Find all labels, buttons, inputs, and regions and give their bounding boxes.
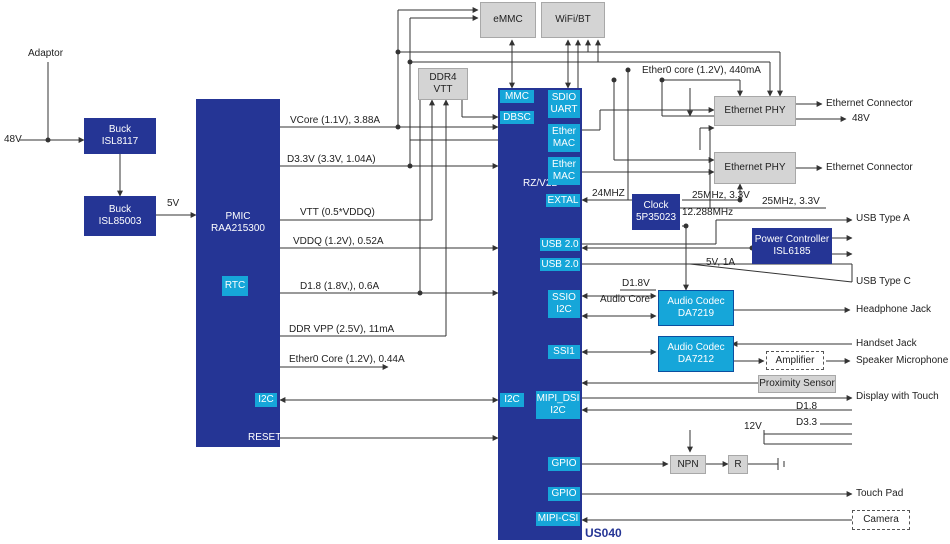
pin-extal: EXTAL	[546, 194, 580, 207]
adaptor-label: Adaptor	[28, 48, 64, 59]
pin-sdio: SDIO	[551, 92, 577, 103]
pin-uart: UART	[550, 104, 578, 115]
eth-connector-1-label: Ethernet Connector	[826, 98, 913, 109]
pin-i2c-b: I2C	[550, 405, 566, 416]
pin-ether-mac-2: Ether MAC	[548, 157, 580, 185]
speaker-mic-label: Speaker Microphone	[856, 355, 949, 366]
pin-mipi-dsi-i2c: MIPI_DSI I2C	[536, 391, 580, 419]
d18-display-label: D1.8	[796, 401, 818, 412]
pin-gpio-2: GPIO	[548, 487, 580, 501]
resistor-block: R	[728, 455, 748, 474]
codec1-name: Audio Codec	[667, 296, 725, 307]
emmc-block: eMMC	[480, 2, 536, 38]
codec1-part: DA7219	[677, 308, 715, 319]
pin-mac2: MAC	[552, 171, 576, 182]
rail-vtt: VTT (0.5*VDDQ)	[300, 207, 375, 218]
ddr4-line2: VTT	[433, 84, 453, 95]
pin-ether2: Ether	[552, 159, 576, 170]
pin-usb-1: USB 2.0	[540, 238, 580, 251]
rail-vcore: VCore (1.1V), 3.88A	[290, 115, 381, 126]
pmic-i2c-pin: I2C	[255, 393, 277, 407]
ether0-core-top-label: Ether0 core (1.2V), 440mA	[642, 65, 761, 76]
amplifier-block: Amplifier	[766, 351, 824, 370]
pin-mac1: MAC	[552, 138, 576, 149]
pmic-name: PMIC	[225, 211, 251, 222]
pin-mmc: MMC	[500, 90, 534, 103]
usb-c-label: USB Type C	[856, 276, 911, 287]
clock-5p35023-block: Clock 5P35023	[632, 194, 680, 230]
usb-a-label: USB Type A	[856, 213, 910, 224]
pin-gpio-1: GPIO	[548, 457, 580, 471]
pmic-part: RAA215300	[211, 223, 265, 234]
codec2-name: Audio Codec	[667, 342, 725, 353]
pin-sdio-uart: SDIO UART	[548, 90, 580, 118]
d18-codec-label: D1.8V	[622, 278, 650, 289]
headphone-jack-label: Headphone Jack	[856, 304, 932, 315]
pin-ssio-i2c: SSIO I2C	[548, 290, 580, 318]
power-controller-block: Power Controller ISL6185	[752, 228, 832, 264]
mhz25-b-label: 25MHz, 3.3V	[762, 196, 820, 207]
board-id-label: US040	[585, 526, 622, 540]
audio-core-label: Audio Core	[600, 294, 651, 305]
rail-d33: D3.3V (3.3V, 1.04A)	[287, 154, 376, 165]
mhz12-label: 12.288MHz	[682, 207, 734, 218]
pin-ether1: Ether	[552, 126, 576, 137]
pin-dbsc: DBSC	[500, 111, 534, 124]
pin-mipi-dsi: MIPI_DSI	[536, 393, 580, 404]
clock-part: 5P35023	[635, 212, 677, 223]
handset-jack-label: Handset Jack	[856, 338, 917, 349]
buck1-part: ISL8117	[101, 136, 139, 147]
pin-i2c-a: I2C	[556, 304, 572, 315]
mhz24-label: 24MHZ	[592, 188, 625, 199]
soc-name: RZ/V2L	[523, 178, 557, 189]
clock-name: Clock	[643, 200, 669, 211]
ethernet-phy-2-block: Ethernet PHY	[714, 152, 796, 184]
ethernet-phy-1-block: Ethernet PHY	[714, 96, 796, 126]
rail-vddq: VDDQ (1.2V), 0.52A	[293, 236, 384, 247]
buck-isl85003-block: Buck ISL85003	[84, 196, 156, 236]
rail-d18: D1.8 (1.8V,), 0.6A	[300, 281, 380, 292]
codec2-part: DA7212	[677, 354, 715, 365]
mhz25-a-label: 25MHz, 3.3V	[692, 190, 750, 201]
eth-connector-2-label: Ethernet Connector	[826, 162, 913, 173]
buck2-part: ISL85003	[98, 216, 142, 227]
phy-48v-label: 48V	[852, 113, 870, 124]
pin-ether-mac-1: Ether MAC	[548, 124, 580, 152]
wifi-bt-block: WiFi/BT	[541, 2, 605, 38]
ddr4-line1: DDR4	[429, 72, 457, 83]
pin-mipi-csi: MIPI-CSI	[536, 512, 580, 526]
buck2-name: Buck	[108, 204, 132, 215]
pmic-block: PMIC RAA215300	[196, 99, 280, 447]
power-ctrl-name: Power Controller	[754, 234, 830, 245]
v5-1a-label: 5V, 1A	[706, 257, 736, 268]
power-ctrl-part: ISL6185	[773, 246, 811, 257]
display-touch-label: Display with Touch	[856, 391, 939, 402]
pin-ssi1: SSI1	[548, 345, 580, 359]
touch-pad-label: Touch Pad	[856, 488, 904, 499]
pmic-rtc-pin: RTC	[222, 276, 248, 296]
npn-transistor-block: NPN	[670, 455, 706, 474]
rail-ether0-core: Ether0 Core (1.2V), 0.44A	[289, 354, 405, 365]
rail-ddr-vpp: DDR VPP (2.5V), 11mA	[289, 324, 395, 335]
ddr4-vtt-block: DDR4 VTT	[418, 68, 468, 100]
pin-ssio: SSIO	[552, 292, 576, 303]
audio-codec-da7219-block: Audio Codec DA7219	[658, 290, 734, 326]
v5-label: 5V	[167, 198, 180, 209]
d33-display-label: D3.3	[796, 417, 818, 428]
audio-codec-da7212-block: Audio Codec DA7212	[658, 336, 734, 372]
v12-label: 12V	[744, 421, 762, 432]
input-48v-label: 48V	[4, 134, 22, 145]
camera-block: Camera	[852, 510, 910, 530]
pin-usb-2: USB 2.0	[540, 258, 580, 271]
proximity-sensor-block: Proximity Sensor	[758, 375, 836, 393]
pin-i2c-pmic: I2C	[500, 393, 524, 407]
buck-isl8117-block: Buck ISL8117	[84, 118, 156, 154]
pmic-reset-pin: RESET	[248, 432, 282, 443]
buck1-name: Buck	[108, 124, 132, 135]
